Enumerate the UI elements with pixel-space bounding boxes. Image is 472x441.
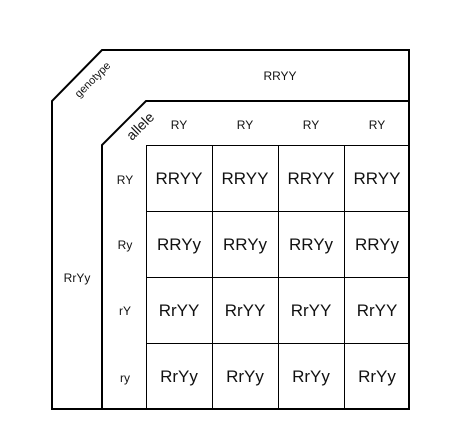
outer-genotype-frame <box>51 49 410 410</box>
offspring-cell: RrYY <box>356 301 398 320</box>
column-allele-2: RY <box>236 118 254 132</box>
offspring-cell: RRYy <box>354 235 400 254</box>
offspring-cell: RRYY <box>353 169 401 188</box>
row-allele-3: rY <box>119 304 131 318</box>
column-allele-4: RY <box>368 118 386 132</box>
row-allele-2: Ry <box>117 238 133 252</box>
offspring-cell: RrYY <box>290 301 332 320</box>
column-allele-1: RY <box>170 118 188 132</box>
offspring-cell: RrYy <box>226 367 264 386</box>
offspring-cell: RRYy <box>222 235 268 254</box>
row-allele-4: ry <box>120 371 130 385</box>
offspring-cell: RRYY <box>287 169 335 188</box>
left-parent-genotype: RrYy <box>63 271 91 285</box>
inner-allele-frame <box>101 100 409 409</box>
offspring-cell: RRYy <box>288 235 334 254</box>
offspring-cell: RrYY <box>224 301 266 320</box>
offspring-cell: RRYY <box>221 169 269 188</box>
top-parent-genotype: RRYY <box>263 69 297 83</box>
offspring-cell: RrYy <box>160 367 198 386</box>
offspring-cell: RrYY <box>158 301 200 320</box>
offspring-cell: RRYy <box>156 235 202 254</box>
offspring-cell: RrYy <box>292 367 330 386</box>
offspring-cell: RRYY <box>155 169 203 188</box>
offspring-cell: RrYy <box>358 367 396 386</box>
row-allele-1: RY <box>116 173 134 187</box>
column-allele-3: RY <box>302 118 320 132</box>
grid-lines <box>146 145 409 409</box>
